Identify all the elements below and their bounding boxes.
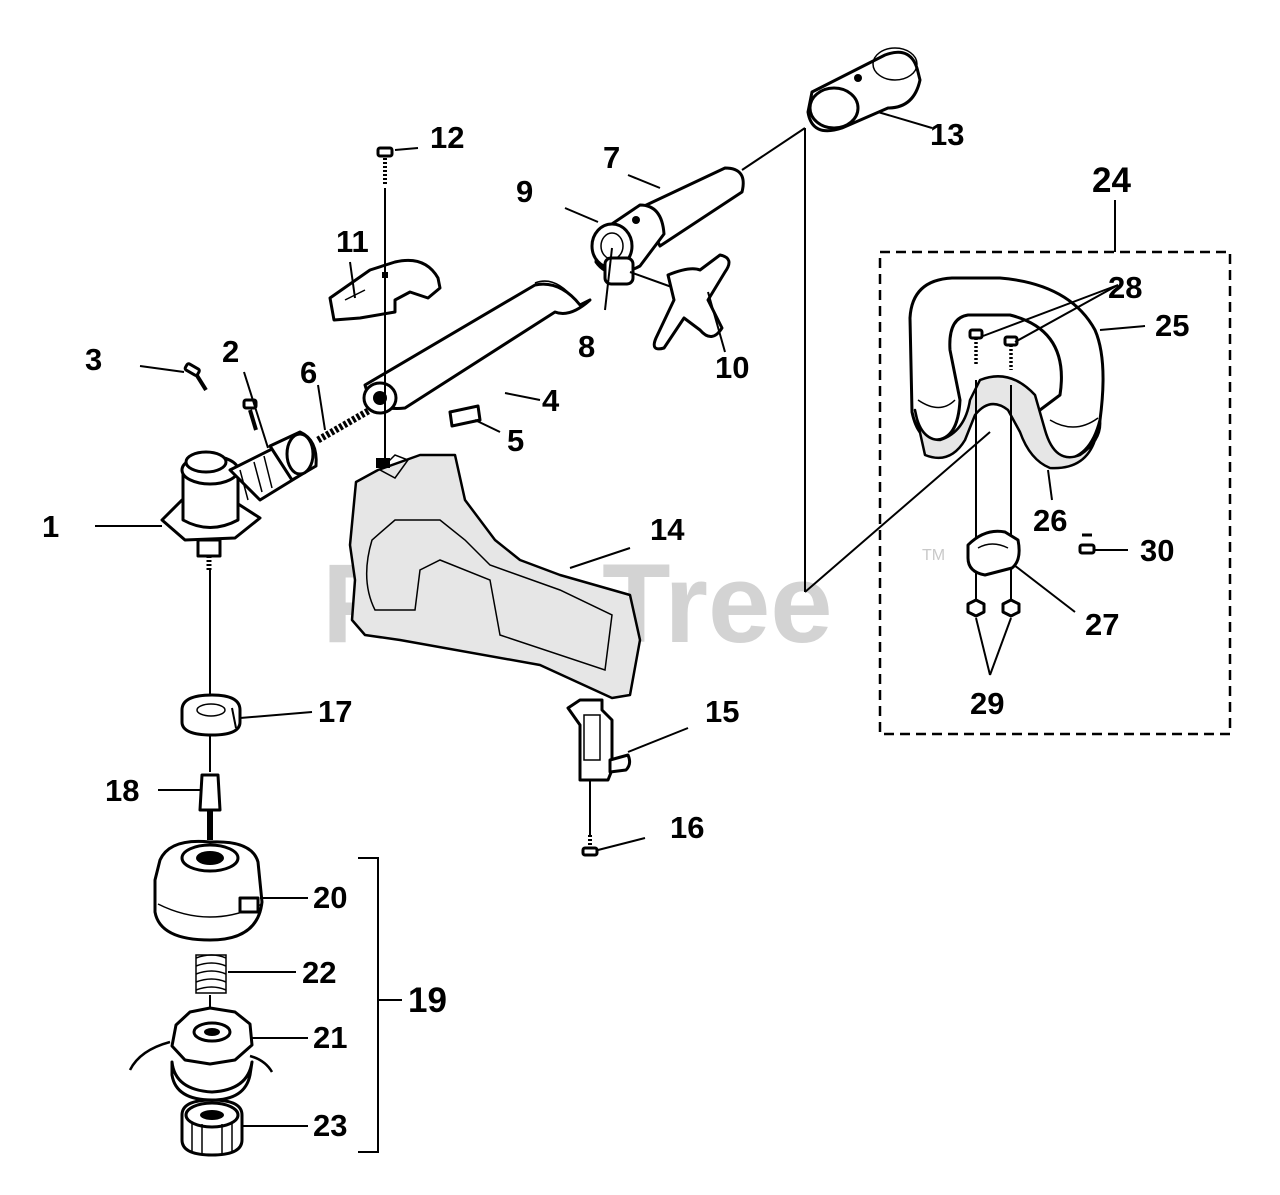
part-14-guard [348, 453, 642, 700]
callout-27: 27 [1085, 607, 1119, 642]
callout-14: 14 [650, 512, 685, 547]
part-15-line-cutter [566, 698, 632, 782]
part-22-spring [195, 954, 227, 1015]
part-12-screw [376, 146, 394, 460]
callout-22: 22 [302, 955, 336, 990]
assembly-line-handle [804, 431, 991, 593]
callout-25: 25 [1155, 308, 1189, 343]
part-9-clamp [590, 203, 666, 286]
part-20-head-housing [153, 839, 264, 942]
part-29-nuts [966, 598, 1021, 618]
callout-12: 12 [430, 120, 464, 155]
callout-18: 18 [105, 773, 139, 808]
part-4-lower-shaft [362, 280, 592, 415]
callout-17: 17 [318, 694, 352, 729]
part-10-knob [629, 253, 731, 351]
part-21-spool [128, 1006, 274, 1102]
callout-13: 13 [930, 117, 964, 152]
callout-2: 2 [222, 334, 239, 369]
callout-9: 9 [516, 174, 533, 209]
callout-15: 15 [705, 694, 739, 729]
group-19-bracket [358, 857, 379, 1153]
callout-10: 10 [715, 350, 749, 385]
part-3-screw [183, 362, 208, 392]
leader-lines [95, 111, 1146, 1127]
callout-7: 7 [603, 140, 620, 175]
part-18-adapter [198, 735, 222, 840]
watermark-trademark: TM [922, 547, 945, 564]
part-6-drive-cable [316, 406, 372, 444]
part-1-gearbox [160, 430, 318, 700]
callout-6: 6 [300, 355, 317, 390]
callout-29: 29 [970, 686, 1004, 721]
callout-1: 1 [42, 509, 59, 544]
callout-26: 26 [1033, 503, 1067, 538]
part-17-ring [180, 693, 242, 737]
part-25-handle [908, 276, 1105, 470]
callout-19: 19 [408, 981, 447, 1020]
callout-20: 20 [313, 880, 347, 915]
callout-28: 28 [1108, 270, 1142, 305]
callout-8: 8 [578, 329, 595, 364]
part-23-bump-knob [180, 1098, 244, 1157]
callout-11: 11 [336, 224, 369, 259]
part-5-label [448, 404, 482, 428]
callout-4: 4 [542, 383, 560, 418]
callout-24: 24 [1092, 161, 1131, 200]
part-16-screw [581, 835, 599, 857]
callout-3: 3 [85, 342, 102, 377]
part-13-coupler [806, 47, 922, 133]
part-27-clamp [966, 529, 1021, 577]
part-30-screw [1078, 533, 1096, 555]
leader-8 [604, 247, 613, 311]
part-7-upper-shaft [638, 127, 806, 248]
callout-16: 16 [670, 810, 704, 845]
callout-30: 30 [1140, 533, 1174, 568]
callout-23: 23 [313, 1108, 347, 1143]
callout-21: 21 [313, 1020, 347, 1055]
callout-5: 5 [507, 423, 524, 458]
